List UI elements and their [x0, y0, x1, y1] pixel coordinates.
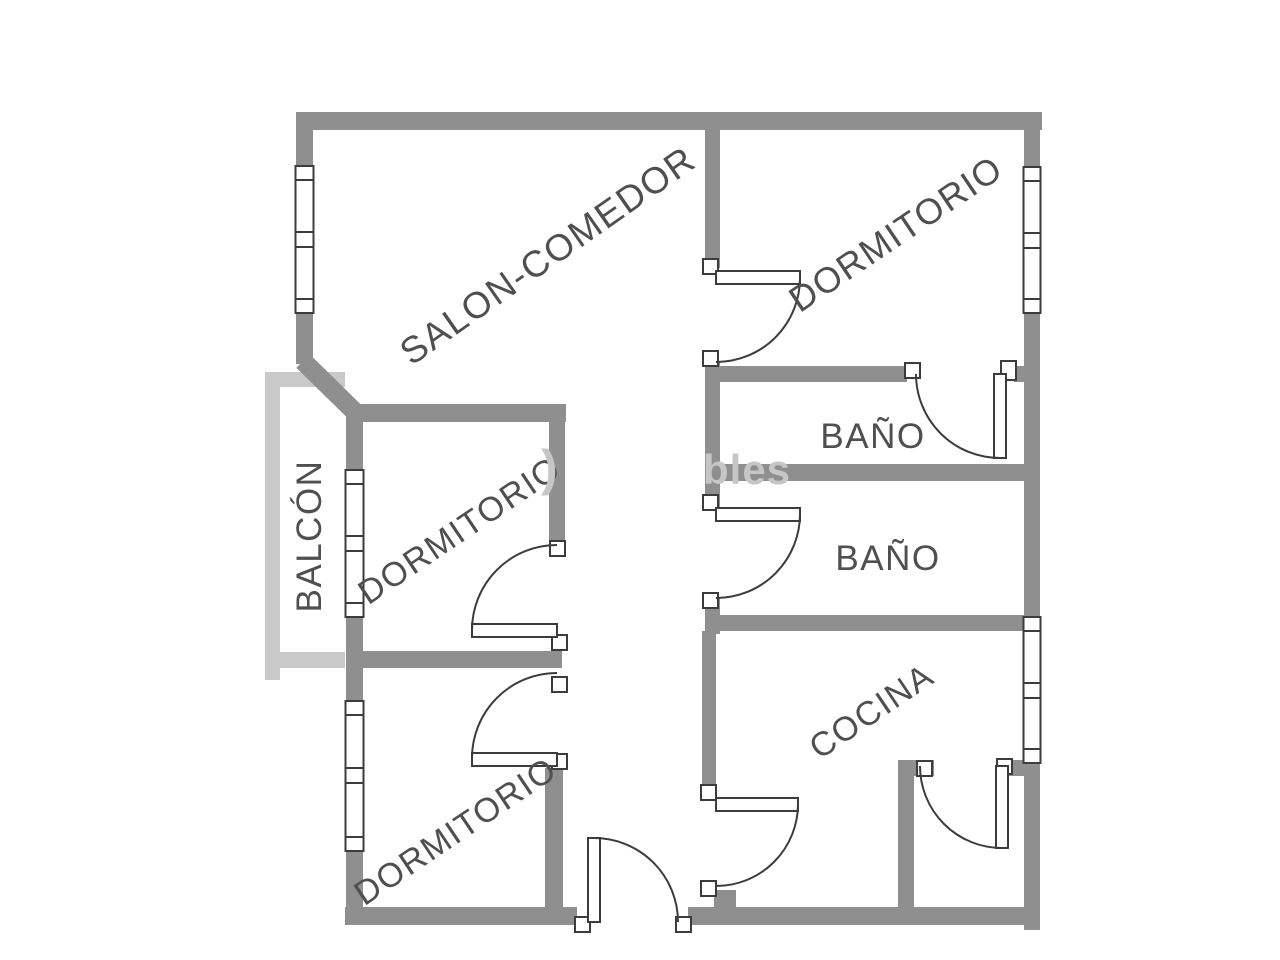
- wall-bano2-bottom: [705, 615, 1037, 631]
- window-bar: [344, 836, 365, 852]
- window-bar: [344, 700, 365, 716]
- wall-exterior-bottom-left: [345, 907, 577, 925]
- door-dormitorio1: [715, 270, 801, 363]
- door-entrance: [587, 837, 679, 923]
- door-jamb: [549, 540, 566, 557]
- window-bar: [344, 767, 365, 784]
- balcony-wall-left: [265, 372, 280, 680]
- room-label-bano-1: BAÑO: [820, 417, 926, 456]
- wall-bano1-top: [705, 366, 907, 382]
- door-jamb: [675, 916, 692, 933]
- window-bar: [344, 469, 365, 485]
- window-bar: [1022, 616, 1042, 632]
- door-leaf: [471, 623, 558, 638]
- wall-exterior-bottom-right: [688, 907, 1040, 925]
- door-arc: [915, 373, 1001, 459]
- door-jamb: [702, 494, 719, 511]
- wall-dormitorio-divider: [346, 651, 562, 668]
- window-bar: [1022, 298, 1042, 314]
- door-dormitorio3: [471, 672, 558, 767]
- wall-dormitorio2-right: [549, 404, 565, 546]
- window-bar: [1022, 232, 1042, 249]
- window-cocina-right: [1022, 616, 1042, 764]
- door-leaf: [471, 752, 558, 767]
- door-leaf: [715, 507, 801, 522]
- window-dormitorio2-left: [344, 469, 365, 618]
- door-arc: [715, 277, 801, 363]
- room-label-bano-2: BAÑO: [835, 539, 941, 578]
- door-jamb: [700, 880, 717, 897]
- door-jamb: [904, 362, 921, 379]
- window-bar: [1022, 682, 1042, 699]
- window-dormitorio1-right: [1022, 166, 1042, 314]
- window-bar: [294, 165, 315, 181]
- window-bar: [294, 298, 315, 314]
- wall-hall-dormitorio-upper: [705, 130, 720, 268]
- door-arc: [471, 544, 558, 631]
- door-arc: [919, 765, 1003, 849]
- door-bano1: [915, 373, 1007, 459]
- door-jambs: [549, 258, 1017, 933]
- wall-dormitorio2-top: [346, 404, 566, 422]
- wall-hall-cocina: [702, 631, 716, 791]
- window-bar: [294, 231, 315, 248]
- window-dormitorio3-left: [344, 700, 365, 852]
- windows: [294, 165, 1042, 852]
- watermark-fragment: bles: [703, 446, 792, 493]
- door-leaf: [993, 373, 1007, 459]
- door-dormitorio2: [471, 544, 558, 638]
- wall-storeroom-left: [898, 760, 914, 907]
- door-arc: [715, 513, 801, 599]
- doors: [471, 270, 1009, 923]
- wall-dormitorio3-right: [545, 768, 563, 907]
- window-bar: [1022, 166, 1042, 182]
- door-jamb: [551, 676, 568, 693]
- door-cocina: [715, 797, 799, 887]
- door-storeroom: [919, 765, 1009, 849]
- window-salon-left: [294, 165, 315, 314]
- window-bar: [1022, 748, 1042, 764]
- window-bar: [344, 535, 365, 552]
- door-leaf: [995, 765, 1009, 849]
- door-arc: [593, 837, 679, 923]
- door-jamb: [702, 350, 719, 367]
- window-bar: [344, 602, 365, 618]
- door-leaf: [715, 270, 801, 285]
- door-arc: [715, 803, 799, 887]
- door-arc: [471, 672, 558, 759]
- balcony-wall-bottom: [265, 652, 345, 668]
- door-leaf: [587, 837, 601, 923]
- wall-cocina-bottom-stub: [714, 890, 736, 908]
- door-bano2: [715, 507, 801, 599]
- door-jamb: [700, 784, 717, 801]
- wall-bano-divider: [705, 464, 1040, 481]
- door-jamb: [702, 258, 719, 275]
- door-jamb: [551, 634, 568, 651]
- wall-exterior-top: [296, 112, 1042, 130]
- watermark-fragment: ): [541, 440, 559, 496]
- door-jamb: [702, 592, 719, 609]
- room-label-balcon: BALCÓN: [290, 459, 329, 613]
- door-leaf: [715, 797, 799, 812]
- door-jamb: [574, 916, 591, 933]
